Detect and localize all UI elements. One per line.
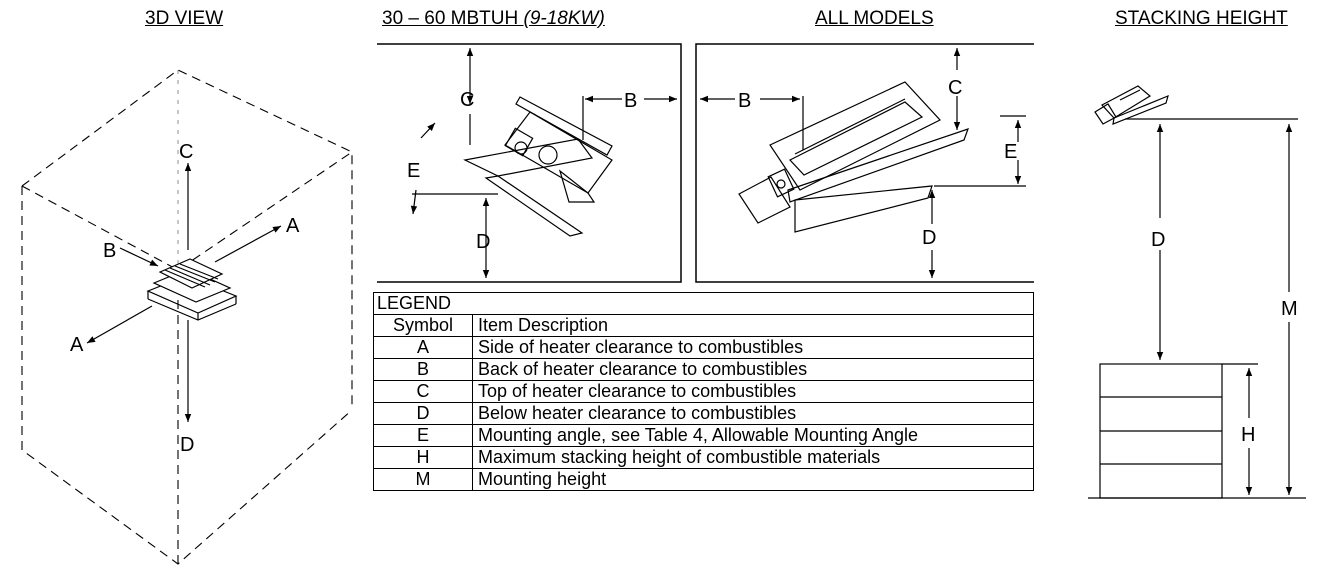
label-stack-h: H — [1241, 424, 1255, 446]
label-3d-d: D — [180, 434, 194, 456]
label-3d-a-lower: A — [70, 334, 84, 356]
legend-desc: Mounting angle, see Table 4, Allowable M… — [472, 424, 1034, 447]
label-all-e: E — [1004, 141, 1017, 163]
label-stack-d: D — [1151, 229, 1165, 251]
axis-a-arrow-up — [214, 225, 282, 263]
label-small-b: B — [624, 90, 637, 112]
legend-row: C Top of heater clearance to combustible… — [373, 380, 1034, 403]
label-small-d: D — [476, 231, 490, 253]
view-small-models — [377, 43, 682, 283]
label-all-d: D — [922, 227, 936, 249]
legend-symbol: E — [373, 424, 473, 447]
legend-row: A Side of heater clearance to combustibl… — [373, 336, 1034, 359]
legend-desc: Side of heater clearance to combustibles — [472, 336, 1034, 359]
legend-desc: Top of heater clearance to combustibles — [472, 380, 1034, 403]
small-models-frame — [377, 43, 682, 283]
legend-symbol: M — [373, 468, 473, 491]
legend-symbol: B — [373, 358, 473, 381]
axis-a-arrow-down — [86, 305, 153, 344]
label-small-e: E — [407, 160, 420, 182]
legend-row: H Maximum stacking height of combustible… — [373, 446, 1034, 469]
view-all-models — [695, 43, 1034, 283]
legend-title: LEGEND — [373, 292, 1034, 315]
label-stack-m: M — [1281, 298, 1298, 320]
small-heater — [463, 96, 613, 237]
legend-row: D Below heater clearance to combustibles — [373, 402, 1034, 425]
header-3d-view: 3D VIEW — [145, 8, 224, 29]
label-all-c: C — [948, 77, 962, 99]
label-3d-b: B — [103, 240, 116, 262]
large-heater — [738, 81, 969, 233]
label-3d-c: C — [179, 141, 193, 163]
label-3d-a-upper: A — [286, 215, 300, 237]
legend-col-desc: Item Description — [472, 314, 1034, 337]
all-models-frame — [695, 43, 1034, 283]
legend-desc: Back of heater clearance to combustibles — [472, 358, 1034, 381]
legend-col-symbol: Symbol — [373, 314, 473, 337]
legend-symbol: D — [373, 402, 473, 425]
axes-3d — [86, 163, 282, 422]
heater-3d — [146, 258, 238, 321]
legend-symbol: H — [373, 446, 473, 469]
legend-row: M Mounting height — [373, 468, 1034, 491]
view-stacking — [1088, 85, 1306, 499]
label-small-c: C — [460, 89, 474, 111]
legend-row: B Back of heater clearance to combustibl… — [373, 358, 1034, 381]
header-30-60-mbtuh: 30 – 60 MBTUH (9-18KW) — [382, 8, 605, 30]
legend-header-row: Symbol Item Description — [373, 314, 1034, 337]
header-kw-text: (9-18KW) — [523, 8, 605, 29]
axis-b-arrow — [119, 247, 159, 267]
label-all-b: B — [738, 90, 751, 112]
legend-symbol: C — [373, 380, 473, 403]
header-all-models: ALL MODELS — [815, 8, 934, 29]
clearance-box — [21, 69, 353, 565]
legend-title-row: LEGEND — [373, 292, 1034, 315]
legend-desc: Mounting height — [472, 468, 1034, 491]
legend-table: LEGEND Symbol Item Description A Side of… — [373, 292, 1034, 491]
legend-desc: Below heater clearance to combustibles — [472, 402, 1034, 425]
legend-symbol: A — [373, 336, 473, 359]
legend-row: E Mounting angle, see Table 4, Allowable… — [373, 424, 1034, 447]
header-stacking-height: STACKING HEIGHT — [1115, 8, 1288, 29]
stacking-heater — [1094, 85, 1169, 125]
view-3d — [21, 69, 353, 565]
legend-desc: Maximum stacking height of combustible m… — [472, 446, 1034, 469]
header-mbtuh-text: 30 – 60 MBTUH — [382, 8, 524, 29]
